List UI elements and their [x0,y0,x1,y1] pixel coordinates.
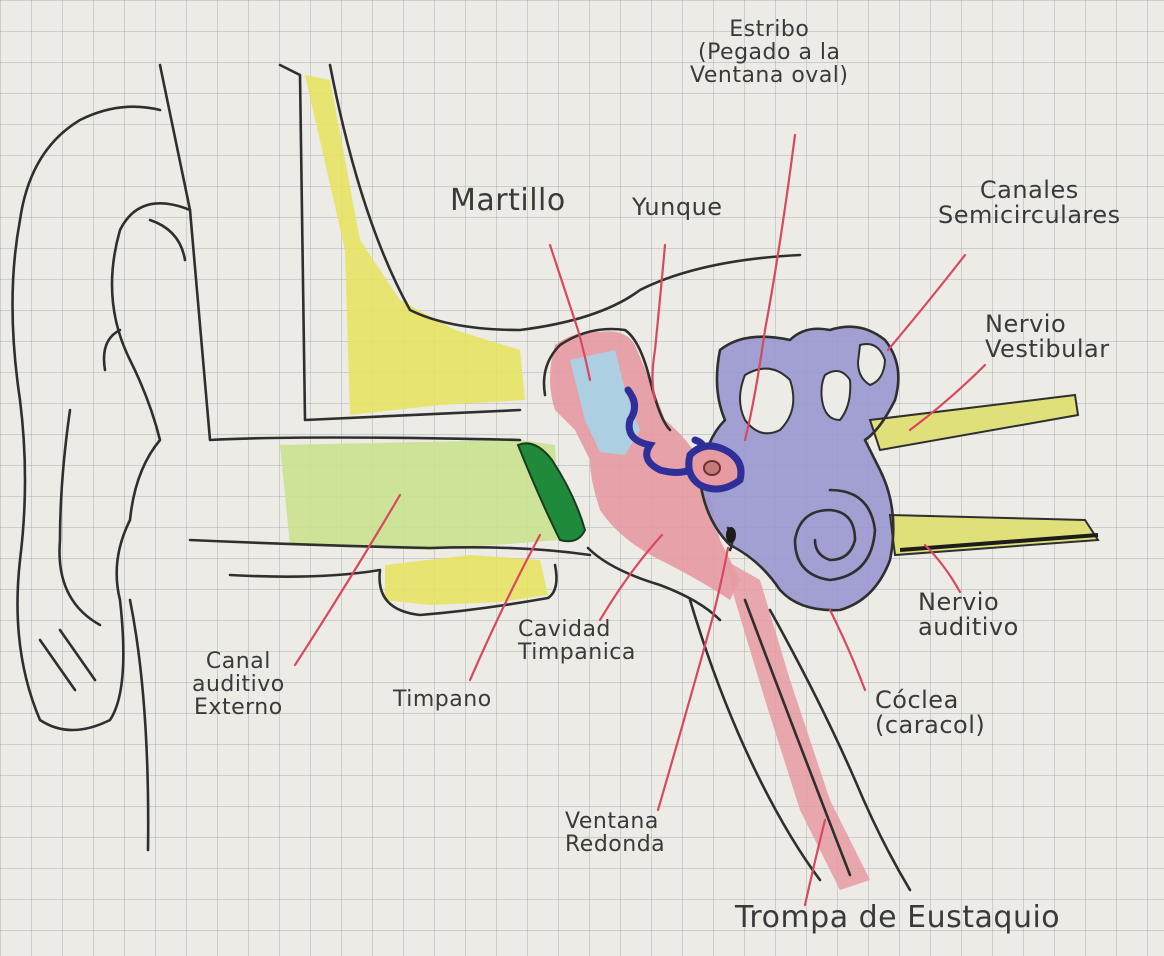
label-cavidad-line1: Cavidad [518,618,636,641]
label-coclea-line1: Cóclea [875,688,985,713]
vestibular-nerve [870,395,1078,450]
label-nervio-auditivo-line1: Nervio [918,590,1019,615]
pointer-coclea [830,610,865,690]
label-nervio-vestibular-line2: Vestibular [985,337,1110,362]
label-canales-line1: Canales [938,178,1121,203]
label-canales: Canales Semicirculares [938,178,1121,228]
label-timpano: Timpano [393,688,492,711]
pointer-canales [888,255,965,350]
label-ventana-redonda-line2: Redonda [565,833,665,856]
label-cavidad: Cavidad Timpanica [518,618,636,664]
label-nervio-vestibular: Nervio Vestibular [985,312,1110,362]
temporal-bone-lower-region [385,555,548,605]
label-trompa: Trompa de Eustaquio [735,902,1060,934]
pinna-outline [13,65,191,730]
label-estribo-line3: Ventana oval) [690,64,849,87]
temporal-bone-upper-region [305,75,525,415]
label-cavidad-line2: Timpanica [518,641,636,664]
label-canal: Canal auditivo Externo [192,650,285,719]
neck-line [130,600,148,850]
label-canal-line1: Canal [192,650,285,673]
pointer-yunque [653,245,666,400]
label-timpano-line1: Timpano [393,688,492,711]
label-ventana-redonda-line1: Ventana [565,810,665,833]
label-nervio-auditivo: Nervio auditivo [918,590,1019,640]
lobe-marks [40,630,95,690]
label-martillo: Martillo [450,185,566,217]
label-estribo-line2: (Pegado a la [690,41,849,64]
label-trompa-line1: Trompa de Eustaquio [735,902,1060,934]
label-canales-line2: Semicirculares [938,203,1121,228]
oval-window [704,461,720,475]
label-nervio-vestibular-line1: Nervio [985,312,1110,337]
label-estribo-line1: Estribo [690,18,849,41]
pinna-inner-fold [60,220,186,625]
eustachian-tube-region [725,560,870,890]
label-canal-line3: Externo [192,696,285,719]
label-yunque: Yunque [632,195,723,220]
label-coclea: Cóclea (caracol) [875,688,985,738]
label-coclea-line2: (caracol) [875,713,985,738]
label-canal-line2: auditivo [192,673,285,696]
label-estribo: Estribo (Pegado a la Ventana oval) [690,18,849,87]
label-ventana-redonda: Ventana Redonda [565,810,665,856]
round-window [726,527,736,543]
label-yunque-line1: Yunque [632,195,723,220]
label-nervio-auditivo-line2: auditivo [918,615,1019,640]
label-martillo-line1: Martillo [450,185,566,217]
ear-canal-region [280,440,560,550]
